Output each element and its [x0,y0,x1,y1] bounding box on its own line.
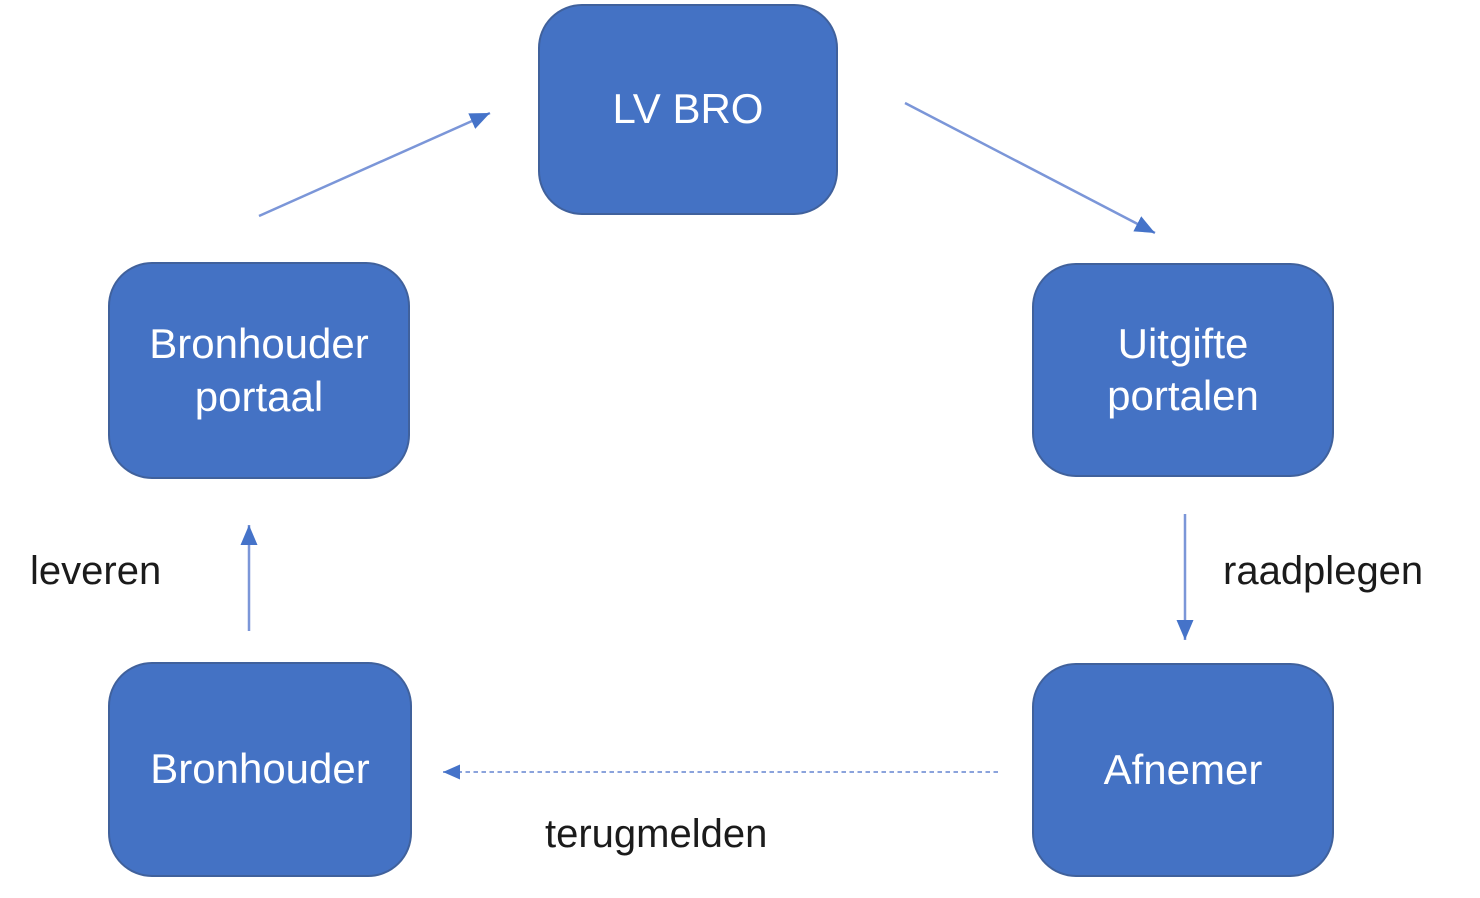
node-bronhouder-portaal: Bronhouder portaal [108,262,410,479]
node-lv-bro: LV BRO [538,4,838,215]
node-bronhouder: Bronhouder [108,662,412,877]
node-bronhouder-portaal-label: Bronhouder portaal [149,320,369,420]
node-uitgifte-portalen-label: Uitgifte portalen [1107,319,1259,420]
arrow-lv-bro-to-uitgifte-portalen [904,101,1156,235]
node-uitgifte-portalen: Uitgifte portalen [1032,263,1334,477]
arrow-bronhouder-portaal-to-lv-bro [258,111,491,218]
edge-label-raadplegen: raadplegen [1223,549,1424,593]
edge-label-terugmelden: terugmelden [545,812,768,856]
edge-label-leveren: leveren [30,549,162,593]
node-bronhouder-label: Bronhouder [150,745,370,793]
node-afnemer-label: Afnemer [1103,745,1263,793]
node-afnemer: Afnemer [1032,663,1334,877]
node-lv-bro-label: LV BRO [612,85,764,133]
